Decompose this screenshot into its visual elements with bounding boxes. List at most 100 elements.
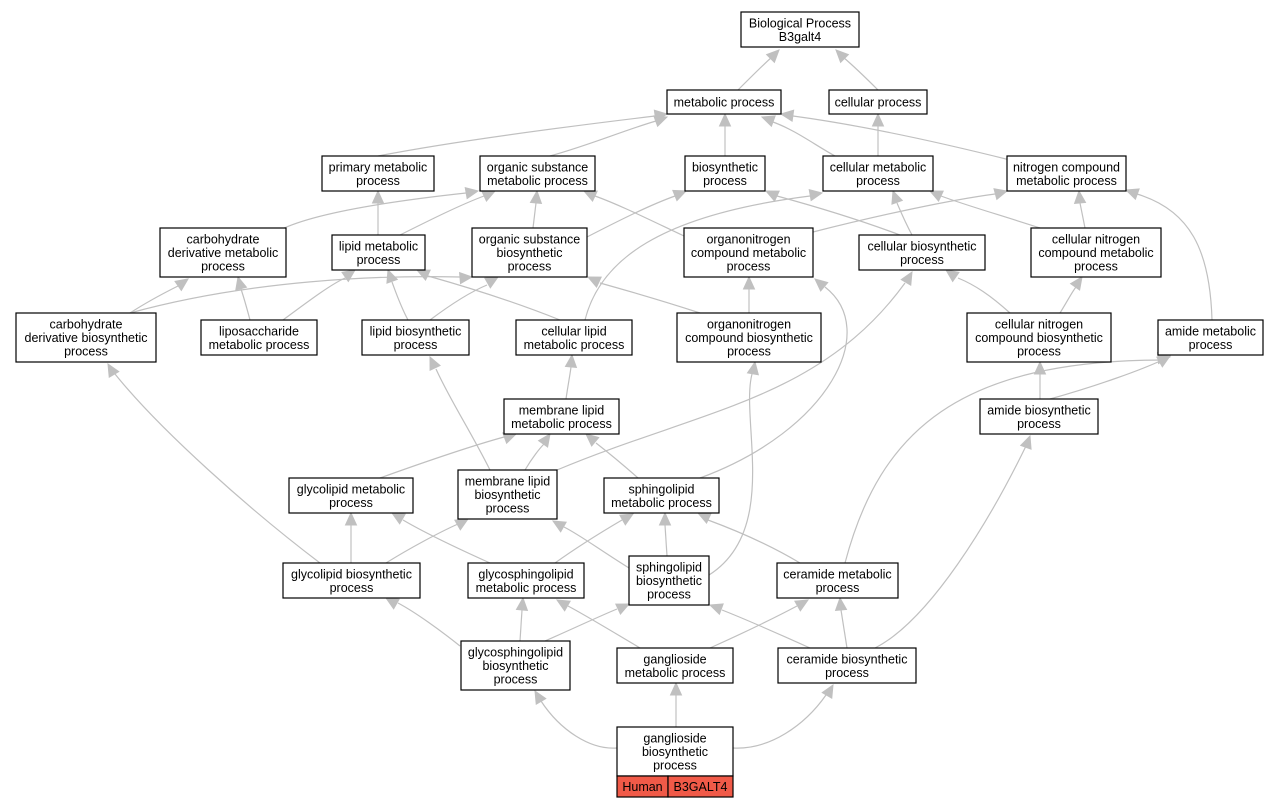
edge-line [114, 373, 321, 564]
edge-arrowhead [779, 109, 795, 122]
go-term-label-line: process [856, 174, 900, 188]
edge-line [874, 445, 1027, 649]
go-term-label-line: amide biosynthetic [987, 403, 1091, 417]
edge-line [1079, 202, 1086, 229]
go-term-label-line: metabolic process [625, 666, 726, 680]
edge-memlipidbio-to-lipidbio [429, 355, 491, 471]
edge-arrowhead [696, 512, 712, 524]
go-term-label-line: Biological Process [749, 16, 851, 30]
edge-arrowhead [174, 278, 189, 292]
edge-arrowhead [534, 689, 547, 705]
go-term-label-line: process [653, 759, 697, 773]
edge-memlipidbio-to-memlipid [524, 433, 551, 471]
go-term-label-line: metabolic process [209, 338, 310, 352]
go-term-label-line: process [1189, 338, 1233, 352]
edge-arrowhead [794, 599, 810, 612]
edge-cellnitro-to-cellmet [928, 190, 1041, 229]
edge-line [549, 120, 657, 157]
go-term-box [979, 398, 1099, 435]
edge-line [812, 193, 996, 233]
go-term-label-line: process [201, 260, 245, 274]
edge-line [1136, 193, 1213, 321]
go-term-label-line: amide metabolic [1165, 324, 1256, 338]
go-term-box [282, 562, 421, 599]
go-term-label-line: cellular metabolic [830, 160, 927, 174]
go-term-label-line: compound metabolic [1038, 246, 1153, 260]
edge-line [391, 281, 409, 321]
go-term-box [15, 312, 157, 363]
go-term-label-line: cellular nitrogen [995, 318, 1083, 332]
edge-ganglio-to-glycosphingo [555, 599, 641, 649]
edge-arrowhead [900, 270, 913, 286]
go-term-label-line: process [703, 174, 747, 188]
edge-cellnitrobio-to-cellbio [945, 269, 1011, 314]
go-term-label-line: carbohydrate [187, 233, 260, 247]
edge-cellnitrobio-to-cellnitro [1059, 276, 1083, 314]
go-term-label-line: lipid metabolic [339, 239, 418, 253]
edge-arrowhead [669, 681, 683, 696]
go-term-label-line: metabolic process [524, 338, 625, 352]
edge-arrowhead [551, 520, 567, 533]
edge-liposac-to-lipidmet [282, 269, 356, 321]
edge-arrowhead [464, 186, 480, 200]
go-term-label-line: organonitrogen [706, 233, 790, 247]
edge-line [721, 609, 811, 649]
edge-arrowhead [459, 271, 474, 285]
edge-ceramidebio-to-amidebio [874, 434, 1032, 649]
go-term-label-line: metabolic process [487, 174, 588, 188]
edge-glycolipidbio-to-glycolipid [344, 511, 358, 563]
go-term-metab[interactable]: metabolic process [666, 89, 782, 115]
go-term-label-line: glycolipid biosynthetic [291, 567, 412, 581]
edge-arrowhead [415, 269, 431, 281]
edge-arrowhead [344, 511, 358, 526]
gene-tag: B3GALT4 [667, 775, 734, 798]
go-term-cellular[interactable]: cellular process [828, 89, 928, 115]
edge-line [707, 519, 801, 564]
edge-sphingobio-to-sphingo [658, 511, 672, 557]
edge-carbderbio-to-carbder [129, 278, 189, 314]
go-term-box [776, 562, 899, 599]
go-term-box [331, 234, 426, 271]
edge-line [402, 519, 491, 564]
go-term-box [479, 155, 596, 192]
go-term-label-line: process [1017, 417, 1061, 431]
edge-primary-to-metab [377, 109, 669, 157]
go-term-box [858, 234, 986, 271]
gene-tag-label: B3GALT4 [674, 780, 728, 794]
edge-line [279, 192, 467, 231]
go-term-label-line: biosynthetic [636, 574, 702, 588]
edge-arrowhead [585, 433, 600, 447]
